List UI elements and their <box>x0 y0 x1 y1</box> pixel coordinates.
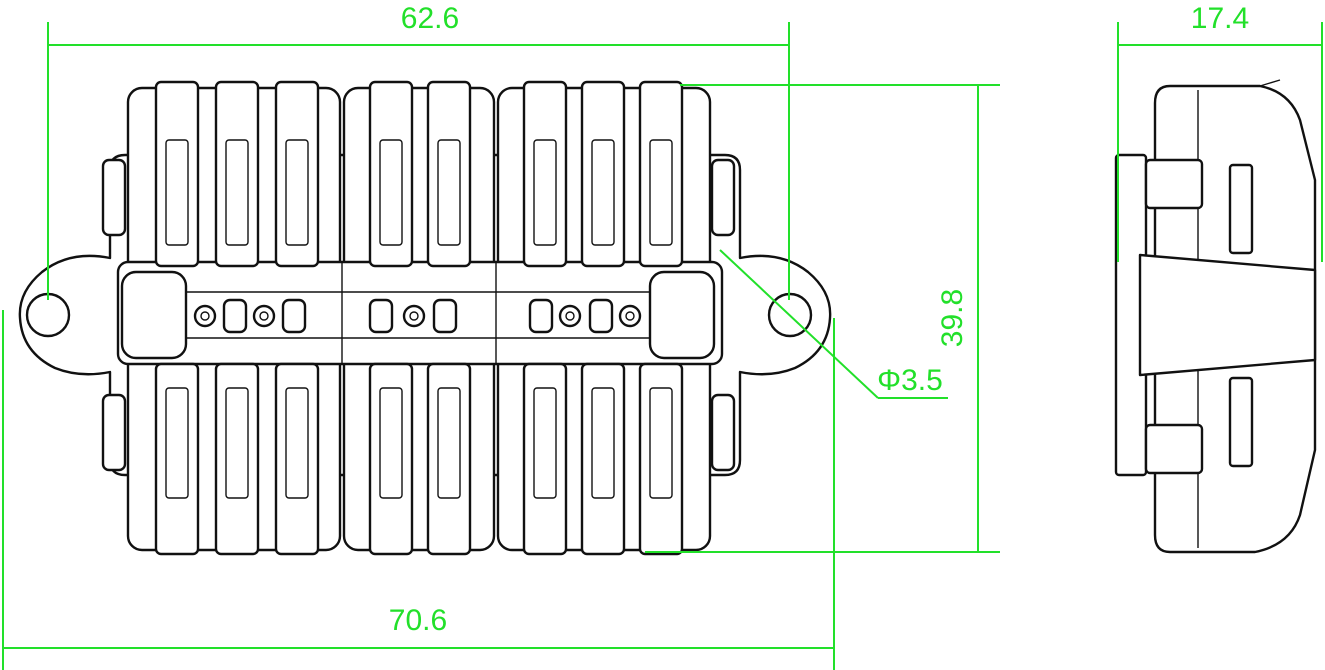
side-tab-left-upper <box>101 158 127 237</box>
dimension-top-width: 62.6 <box>401 2 459 35</box>
dimension-side-width: 17.4 <box>1191 2 1249 35</box>
front-view <box>18 80 832 556</box>
mounting-hole-left <box>25 292 71 338</box>
dimension-height: 39.8 <box>936 289 969 347</box>
side-clip-top <box>1144 158 1204 210</box>
side-tab-right-upper <box>710 158 736 237</box>
levers-bottom <box>154 362 684 556</box>
levers-top <box>154 80 684 268</box>
central-band-right-cap <box>648 270 716 360</box>
side-center-wedge <box>1138 253 1317 377</box>
side-tab-left-lower <box>101 393 127 472</box>
side-tab-right-lower <box>710 393 736 472</box>
central-band-left-cap <box>120 270 188 360</box>
dimension-hole-diameter: Φ3.5 <box>877 364 943 397</box>
dimension-lines <box>2 22 1323 670</box>
test-holes <box>193 298 642 334</box>
side-window-bottom <box>1228 376 1254 468</box>
dimension-bottom-width: 70.6 <box>389 604 447 637</box>
side-clip-bottom <box>1144 423 1204 475</box>
side-window-top <box>1228 163 1254 255</box>
side-view <box>1114 79 1317 554</box>
